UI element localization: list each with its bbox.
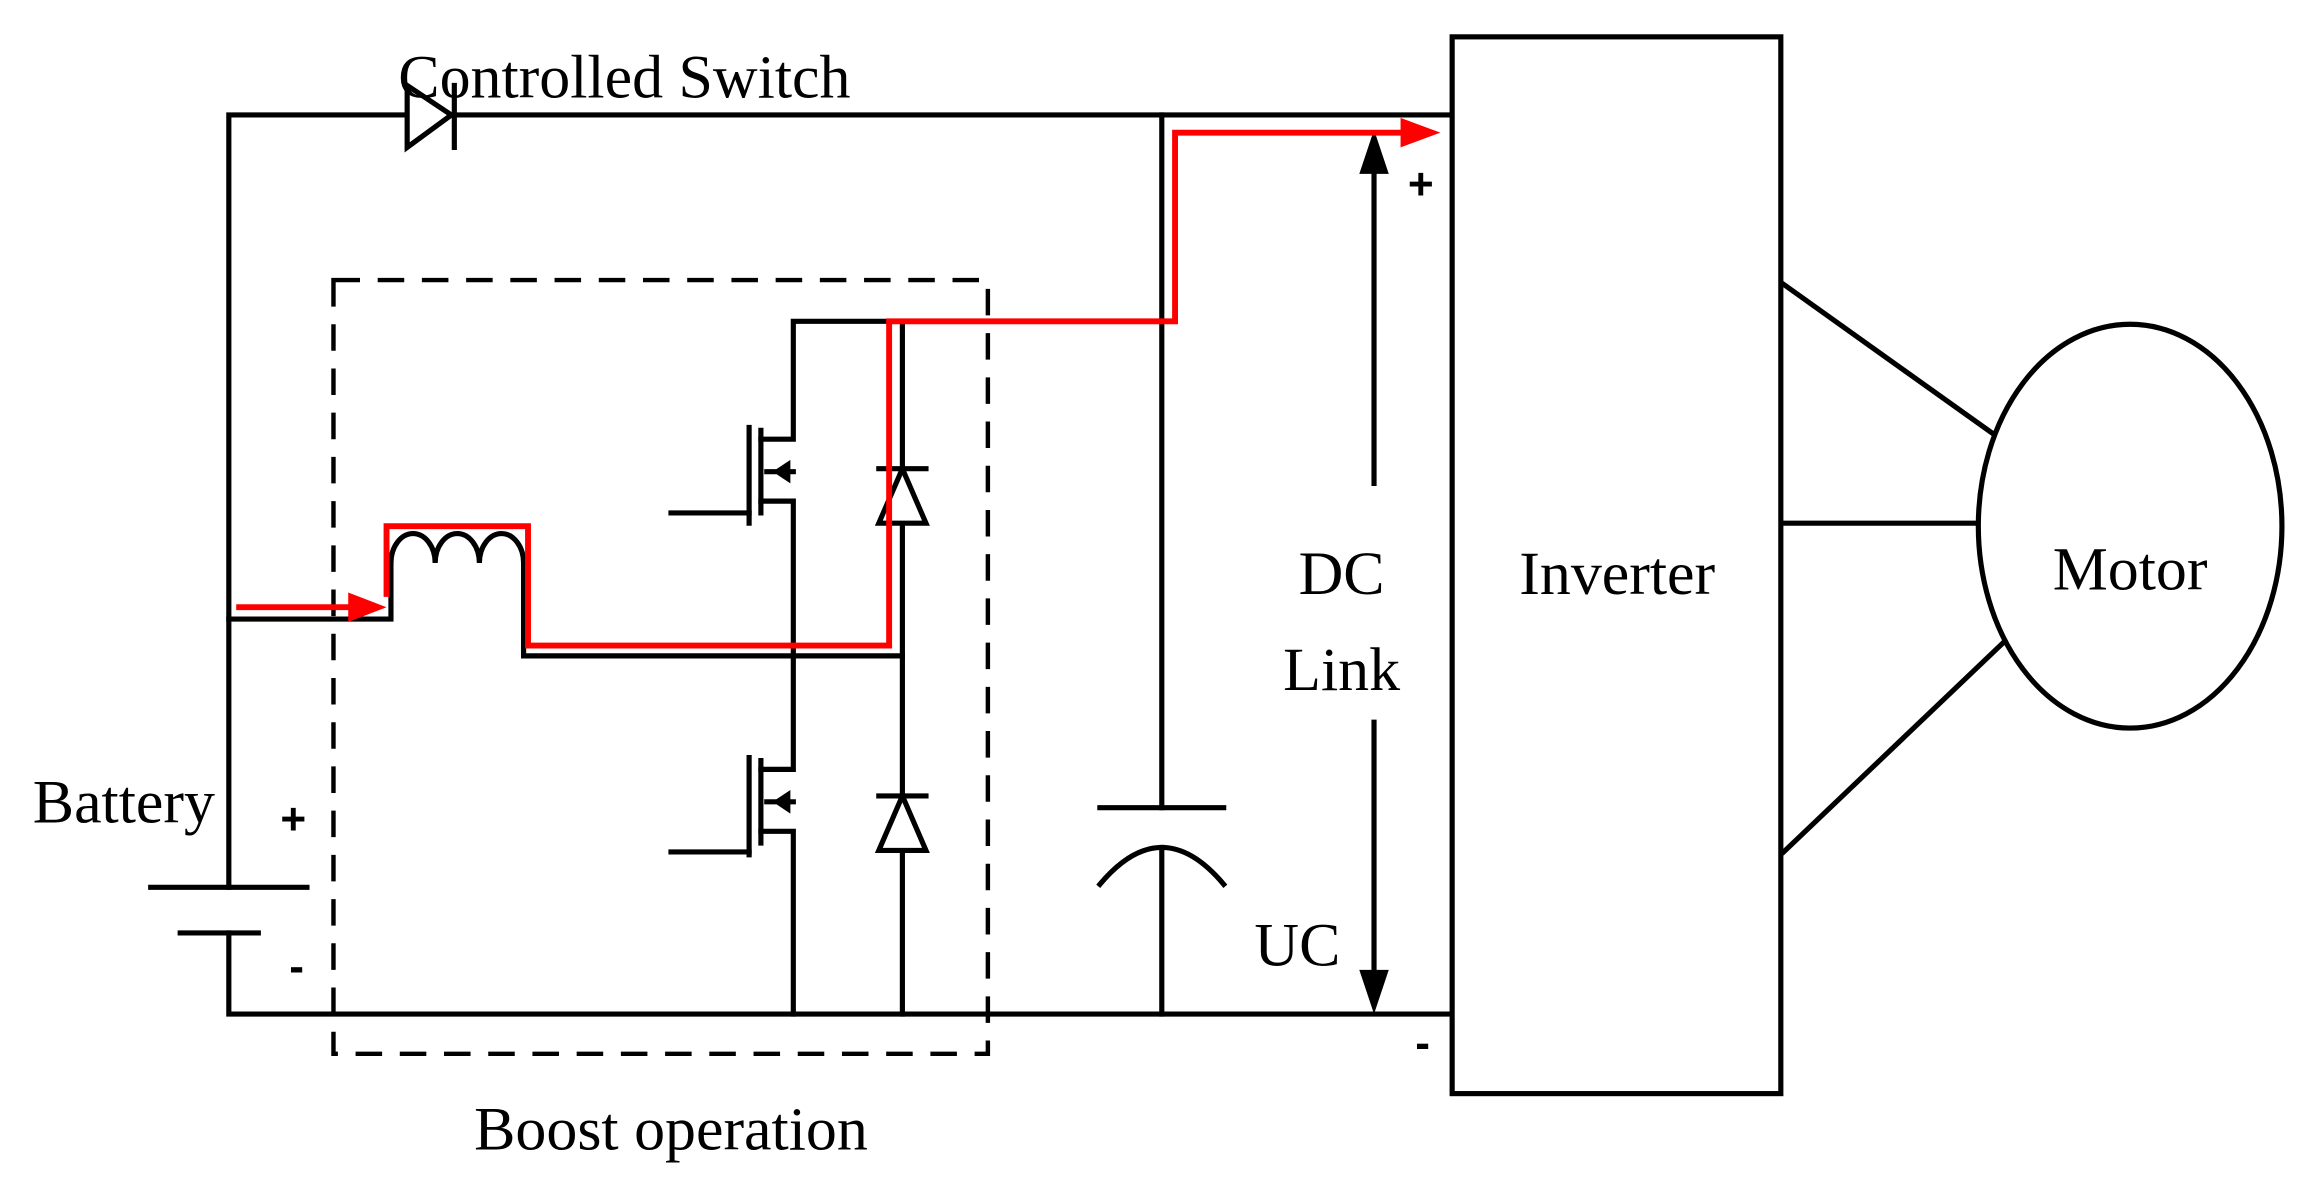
- dc-link-arrows: [1359, 129, 1389, 1015]
- upper-mosfet-icon: [668, 318, 905, 659]
- inductor-icon: [388, 531, 527, 566]
- dc-link-label-line1: DC: [1299, 540, 1385, 608]
- lower-mosfet-icon: [668, 653, 796, 1017]
- boost-boundary-box: [331, 277, 991, 1057]
- upper-diode-icon: [874, 462, 930, 526]
- inverter-block: [1449, 34, 1784, 1097]
- lower-diode-icon: [874, 789, 930, 854]
- current-path: [236, 117, 1441, 649]
- battery-icon: [148, 884, 310, 936]
- freewheel-diodes: [874, 318, 930, 1017]
- motor-icon: [1975, 321, 2285, 731]
- battery-plus-label: +: [280, 795, 306, 844]
- motor-phase-lines: [1780, 280, 2009, 856]
- dc-minus-label: -: [1415, 1019, 1430, 1068]
- uc-label: UC: [1254, 911, 1340, 979]
- wires: [226, 112, 1455, 1017]
- battery-minus-label: -: [289, 943, 304, 992]
- controlled-switch-label: Controlled Switch: [398, 43, 850, 111]
- dc-link-label-line2: Link: [1283, 636, 1400, 704]
- dc-plus-label: +: [1408, 160, 1434, 209]
- inverter-label: Inverter: [1519, 540, 1715, 608]
- motor-label: Motor: [2053, 536, 2208, 604]
- controlled-switch-diode-icon: [404, 80, 457, 153]
- capacitor-icon: [1096, 112, 1228, 1017]
- battery-label: Battery: [33, 768, 215, 836]
- boost-operation-label: Boost operation: [474, 1096, 868, 1164]
